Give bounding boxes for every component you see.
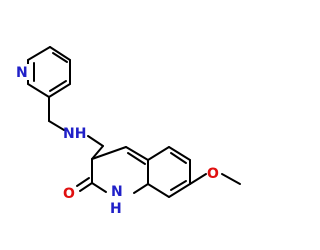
molecule-diagram: N NH O N H O [15,46,241,217]
methoxy-oxygen-label: O [207,166,219,182]
amine-nh-label: NH [63,126,86,142]
quinolinone-core [76,146,241,198]
pyridine-nitrogen-label: N [16,65,28,81]
carbonyl-oxygen-label: O [63,186,75,202]
atom-labels: N NH O N H O [15,64,219,217]
pyridine-ring [27,46,71,98]
ring-nitrogen-hydrogen-label: H [110,201,122,217]
linker-bonds [48,96,104,160]
ring-nitrogen-label: N [111,184,123,200]
